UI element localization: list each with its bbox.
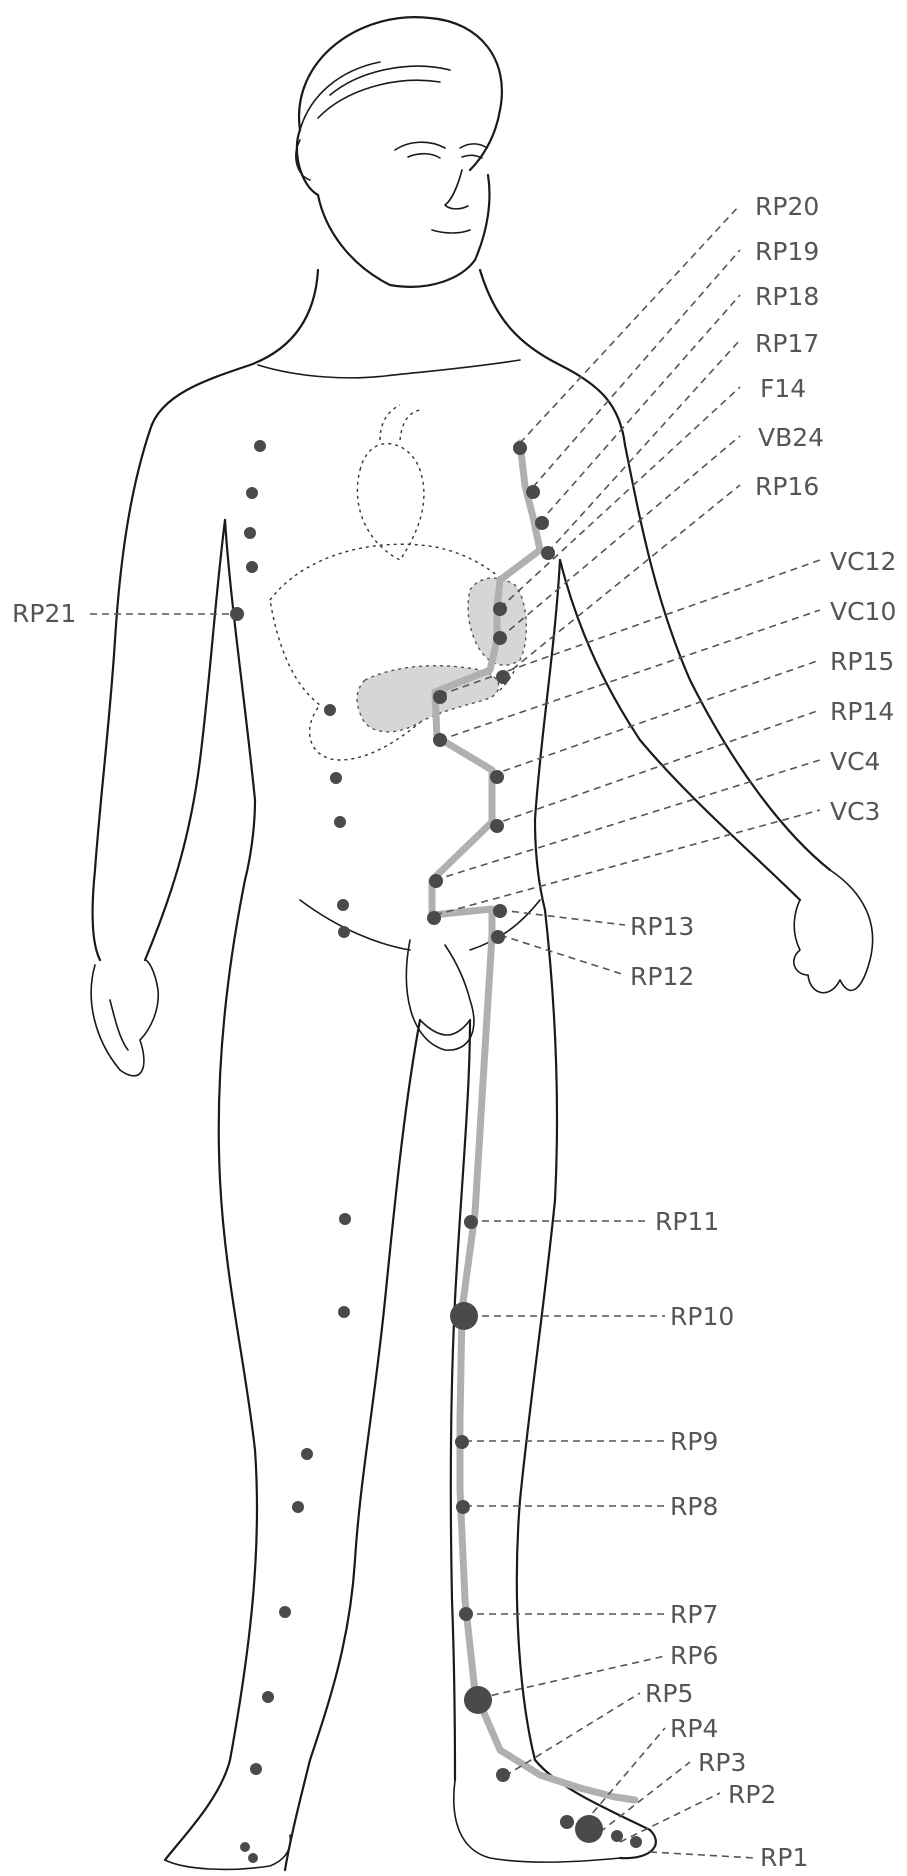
point-rp2 xyxy=(611,1830,623,1842)
point-rp15 xyxy=(490,770,504,784)
point-rp11 xyxy=(464,1215,478,1229)
contralateral-points xyxy=(240,440,351,1863)
label-rp12: RP12 xyxy=(630,962,694,991)
label-rp5: RP5 xyxy=(645,1679,693,1708)
point-rp18 xyxy=(535,516,549,530)
label-rp10: RP10 xyxy=(670,1302,734,1331)
label-vc10: VC10 xyxy=(830,597,896,626)
label-rp1: RP1 xyxy=(760,1843,808,1872)
point-rp7 xyxy=(459,1607,473,1621)
label-rp13: RP13 xyxy=(630,912,694,941)
label-vc12: VC12 xyxy=(830,547,896,576)
label-rp6: RP6 xyxy=(670,1641,718,1670)
point-rp8 xyxy=(456,1500,470,1514)
point-rp19 xyxy=(526,485,540,499)
point-vc10 xyxy=(433,733,447,747)
label-rp19: RP19 xyxy=(755,237,819,266)
head xyxy=(296,17,502,287)
point-rp21 xyxy=(230,607,244,621)
label-rp2: RP2 xyxy=(728,1780,776,1809)
label-rp17: RP17 xyxy=(755,329,819,358)
label-rp9: RP9 xyxy=(670,1427,718,1456)
point-vc3 xyxy=(427,911,441,925)
point-vb24 xyxy=(493,631,507,645)
label-rp15: RP15 xyxy=(830,647,894,676)
legs-outline xyxy=(165,880,656,1870)
label-vb24: VB24 xyxy=(758,423,824,452)
organs xyxy=(270,405,526,760)
label-rp11: RP11 xyxy=(655,1207,719,1236)
point-rp12 xyxy=(491,930,505,944)
label-f14: F14 xyxy=(760,374,806,403)
point-vc4 xyxy=(429,874,443,888)
label-vc3: VC3 xyxy=(830,797,880,826)
point-vc12 xyxy=(433,690,447,704)
label-rp20: RP20 xyxy=(755,192,819,221)
point-rp20 xyxy=(513,441,527,455)
point-rp4 xyxy=(560,1815,574,1829)
label-rp14: RP14 xyxy=(830,697,894,726)
point-rp16 xyxy=(496,670,510,684)
point-rp13 xyxy=(493,904,507,918)
point-f14 xyxy=(493,602,507,616)
label-rp8: RP8 xyxy=(670,1492,718,1521)
point-rp17 xyxy=(541,546,555,560)
point-rp10 xyxy=(450,1302,478,1330)
label-rp16: RP16 xyxy=(755,472,819,501)
point-rp9 xyxy=(455,1435,469,1449)
meridian-points xyxy=(230,441,642,1848)
label-rp4: RP4 xyxy=(670,1714,718,1743)
label-vc4: VC4 xyxy=(830,747,880,776)
label-rp21: RP21 xyxy=(12,599,76,628)
label-rp18: RP18 xyxy=(755,282,819,311)
point-rp1 xyxy=(630,1836,642,1848)
point-rp6 xyxy=(464,1686,492,1714)
point-rp3 xyxy=(575,1815,603,1843)
point-rp5 xyxy=(496,1768,510,1782)
label-rp3: RP3 xyxy=(698,1748,746,1777)
label-rp7: RP7 xyxy=(670,1600,718,1629)
point-rp14 xyxy=(490,819,504,833)
spleen-meridian-line xyxy=(432,443,635,1800)
